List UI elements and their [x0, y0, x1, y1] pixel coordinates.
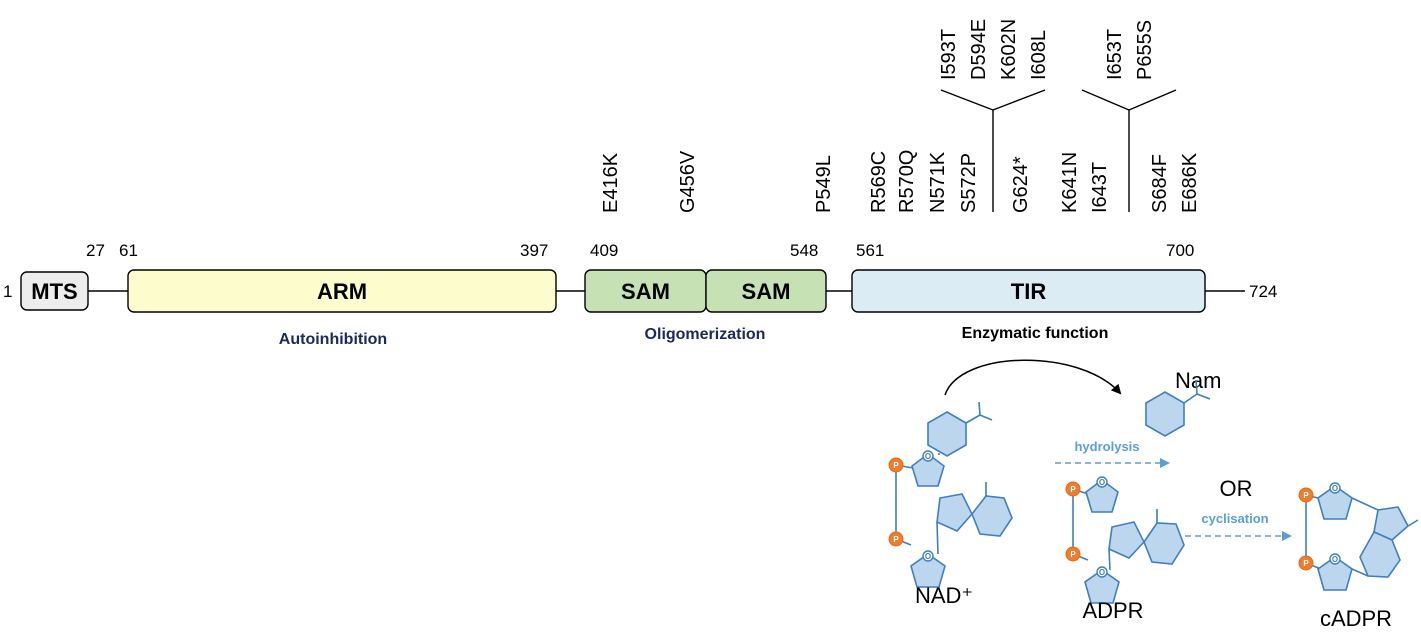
mutation-label: K602N [998, 19, 1020, 80]
nam-molecule [1145, 379, 1211, 437]
sam2-domain [705, 269, 827, 313]
enzymatic-function-label: Enzymatic function [962, 325, 1109, 342]
tir-domain [851, 269, 1206, 313]
svg-text:O: O [1332, 484, 1338, 493]
tir-label: TIR [1011, 279, 1047, 304]
svg-text:O: O [925, 552, 931, 561]
cyclisation-label: cyclisation [1201, 511, 1268, 526]
svg-text:P: P [1303, 491, 1309, 500]
svg-text:P: P [1070, 485, 1076, 494]
mutation-label: G624* [1010, 156, 1032, 213]
nam-release-arrow [944, 359, 1122, 396]
nad-molecule: O O P P [888, 401, 1013, 588]
nam-label: Nam [1175, 368, 1221, 393]
mutation-label: E686K [1179, 152, 1201, 213]
svg-text:P: P [1303, 559, 1309, 568]
cadpr-label: cADPR [1320, 606, 1392, 631]
sam1-label: SAM [621, 279, 670, 304]
svg-text:O: O [1332, 555, 1338, 564]
svg-text:P: P [893, 535, 899, 544]
mutation-label: R570Q [896, 150, 918, 213]
position-label: 61 [119, 241, 138, 260]
cadpr-molecule: O O P P [1298, 482, 1419, 591]
position-label: 397 [520, 241, 548, 260]
protein-end-label: 724 [1249, 282, 1277, 301]
arm-domain [127, 269, 557, 313]
mutation-label: G456V [677, 150, 699, 213]
sam2-label: SAM [742, 279, 791, 304]
mts-domain [20, 271, 89, 311]
mutation-label: R569C [868, 151, 890, 213]
autoinhibition-label: Autoinhibition [279, 331, 387, 348]
oligomerization-label: Oligomerization [645, 326, 766, 343]
mutation-label: I653T [1104, 29, 1126, 80]
mutation-bracket-684 [1081, 89, 1177, 212]
mutation-label: D594E [968, 19, 990, 80]
svg-text:P: P [893, 461, 899, 470]
svg-text:O: O [1099, 568, 1105, 577]
mutation-label: N571K [927, 151, 949, 213]
mutation-bracket-624 [940, 89, 1046, 212]
position-label: 561 [856, 241, 884, 260]
mutation-label: K641N [1059, 152, 1081, 213]
mutation-label: S572P [958, 153, 980, 213]
position-label: 27 [86, 241, 105, 260]
mutation-label: P549L [813, 155, 835, 213]
mts-label: MTS [31, 279, 77, 304]
svg-text:P: P [1070, 550, 1076, 559]
position-label: 700 [1166, 241, 1194, 260]
mutation-label: E416K [600, 152, 622, 213]
hydrolysis-label: hydrolysis [1074, 439, 1139, 454]
svg-text:O: O [1099, 478, 1105, 487]
protein-start-label: 1 [3, 282, 12, 301]
mutation-label: I608L [1028, 30, 1050, 80]
mutation-label: I643T [1089, 162, 1111, 213]
adpr-label: ADPR [1082, 598, 1143, 623]
mutation-label: I593T [938, 29, 960, 80]
svg-text:O: O [925, 452, 931, 461]
adpr-molecule: O O P P [1065, 476, 1185, 604]
mutation-label: S684F [1149, 154, 1171, 213]
nad-label: NAD⁺ [915, 583, 973, 608]
position-label: 409 [590, 241, 618, 260]
arm-label: ARM [317, 279, 367, 304]
or-label: OR [1220, 476, 1253, 501]
position-label: 548 [790, 241, 818, 260]
mutation-label: P655S [1134, 20, 1156, 80]
